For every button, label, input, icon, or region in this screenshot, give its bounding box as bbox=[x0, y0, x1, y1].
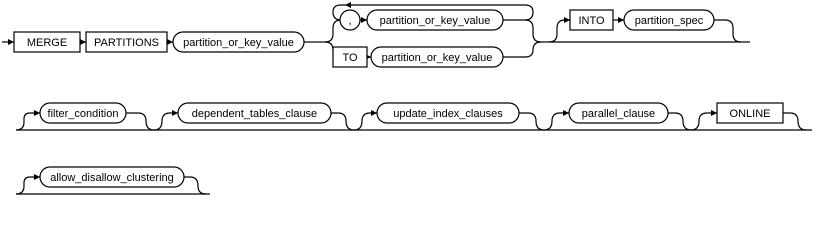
row-3 bbox=[15, 174, 210, 195]
update-index-clauses-box bbox=[376, 102, 520, 124]
merge-keyword-box bbox=[13, 31, 81, 53]
filter-condition-box bbox=[39, 102, 127, 124]
partition-or-key-value-3: partition_or_key_value bbox=[382, 52, 493, 64]
to-keyword-box bbox=[332, 46, 368, 68]
parallel-clause-box bbox=[568, 102, 669, 124]
syntax-diagram: MERGE PARTITIONS partition_or_key_value … bbox=[2, 2, 812, 195]
to-keyword: TO bbox=[342, 52, 358, 64]
partition-or-key-value-1: partition_or_key_value bbox=[183, 37, 294, 49]
comma-keyword: , bbox=[348, 15, 351, 27]
comma-keyword-box bbox=[339, 9, 361, 31]
online-keyword-box bbox=[716, 102, 784, 124]
merge-keyword: MERGE bbox=[27, 37, 67, 49]
dependent-tables-clause-box bbox=[177, 102, 332, 124]
partition-spec-box bbox=[623, 9, 715, 31]
dependent-tables-clause: dependent_tables_clause bbox=[192, 108, 317, 120]
partition-or-key-value-3-box bbox=[370, 46, 504, 68]
filter-condition: filter_condition bbox=[48, 108, 119, 120]
into-keyword: INTO bbox=[578, 15, 605, 27]
partition-or-key-value-2: partition_or_key_value bbox=[380, 15, 491, 27]
partitions-keyword: PARTITIONS bbox=[94, 37, 159, 49]
online-keyword: ONLINE bbox=[730, 108, 771, 120]
partition-or-key-value-2-box bbox=[366, 9, 504, 31]
parallel-clause: parallel_clause bbox=[582, 108, 655, 120]
row-2 bbox=[15, 110, 812, 131]
update-index-clauses: update_index_clauses bbox=[393, 108, 503, 120]
allow-disallow-clustering: allow_disallow_clustering bbox=[50, 172, 174, 184]
partitions-keyword-box bbox=[85, 31, 168, 53]
into-keyword-box bbox=[569, 9, 614, 31]
partition-or-key-value-1-box bbox=[172, 31, 305, 53]
partition-spec: partition_spec bbox=[635, 15, 704, 27]
allow-disallow-clustering-box bbox=[39, 166, 185, 188]
row-1 bbox=[2, 2, 750, 60]
